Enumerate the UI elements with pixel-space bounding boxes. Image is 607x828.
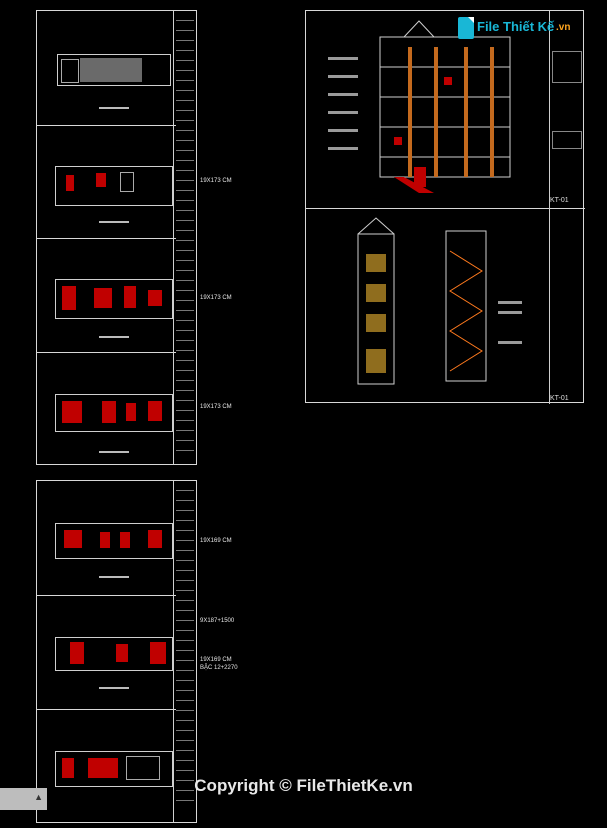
room-wc [96,173,106,187]
section-red-elements [394,77,452,193]
room-c [124,286,136,308]
kitchen-block [116,644,128,662]
garage-block [70,642,84,664]
stair-notes [498,301,522,344]
room-a [62,286,76,310]
panel-divider [306,208,585,209]
drawing-sheet-plans-upper[interactable] [36,10,197,465]
room-d [148,290,162,306]
building-section-drawing[interactable] [324,17,524,203]
room-c [126,403,136,421]
scroll-widget[interactable]: ▲ [0,788,47,810]
stair-block [66,175,74,191]
drawing-sheet-sections[interactable]: KT-01 KT-01 [305,10,585,404]
plan-caption [99,451,129,453]
plan-scale-label: 19X169 CM [200,657,232,663]
plan-caption [99,336,129,338]
plan-caption [99,107,129,109]
scroll-up-icon[interactable]: ▲ [34,792,43,802]
facade-windows [366,254,386,373]
room-a [62,401,82,423]
panel-divider [37,352,176,353]
room-c [120,532,130,548]
roof-hip [61,59,79,83]
sheet-code: KT-01 [550,197,569,204]
logo-text-thietke: Thiết Kế [503,19,555,34]
section-roof [403,20,435,38]
site-plan[interactable] [55,751,173,787]
plan-scale-label: 19X173 CM [200,295,232,301]
gate-block [62,758,74,778]
living-block [88,758,118,778]
facade-outline [357,217,395,385]
copyright-watermark: Copyright © FileThietKe.vn [194,776,413,795]
plan-scale-label: 19X173 CM [200,404,232,410]
title-block-box [552,131,582,149]
title-block [173,11,196,464]
section-frame [379,36,511,178]
title-block [173,481,196,822]
annotation-notes [328,57,358,150]
roof-plan[interactable] [57,54,171,86]
title-block-border [549,11,550,404]
plan-caption [99,221,129,223]
plan-scale-label: 19X173 CM [200,178,232,184]
filethietke-logo: File Thiết Kế .vn [458,14,578,42]
panel-divider [37,238,176,239]
floor-plan-1[interactable] [55,166,173,206]
panel-divider [37,709,176,710]
panel-divider [37,595,176,596]
plan-scale-label: BẬC 12+2270 [200,665,238,671]
yard-block [126,756,160,780]
sheet-code: KT-01 [550,395,569,402]
room-d [148,530,162,548]
floor-plan-2[interactable] [55,279,173,319]
logo-mark [458,17,474,39]
logo-text-file: File [477,19,500,34]
facade-elevation-drawing[interactable] [346,214,406,394]
floor-plan-4[interactable] [55,523,173,559]
stair-frame [445,230,487,382]
stair-flights [449,250,483,372]
room-b [100,532,110,548]
room-d [148,401,162,421]
plan-caption [99,687,129,689]
title-block-box [552,51,582,83]
room-b [102,401,116,423]
stair-section-drawing[interactable] [436,221,536,391]
stair-core [120,172,134,192]
drawing-sheet-plans-lower[interactable] [36,480,197,823]
plan-scale-label: 19X169 CM [200,538,232,544]
plan-scale-label: 9X187+1500 [200,618,235,624]
logo-text-vn: .vn [556,22,571,33]
plan-caption [99,576,129,578]
section-columns [408,47,494,177]
ground-floor-plan[interactable] [55,637,173,671]
roof-surface [80,58,142,82]
room-b [94,288,112,308]
wc-block [150,642,166,664]
panel-divider [37,125,176,126]
room-a [64,530,82,548]
floor-plan-3[interactable] [55,394,173,432]
